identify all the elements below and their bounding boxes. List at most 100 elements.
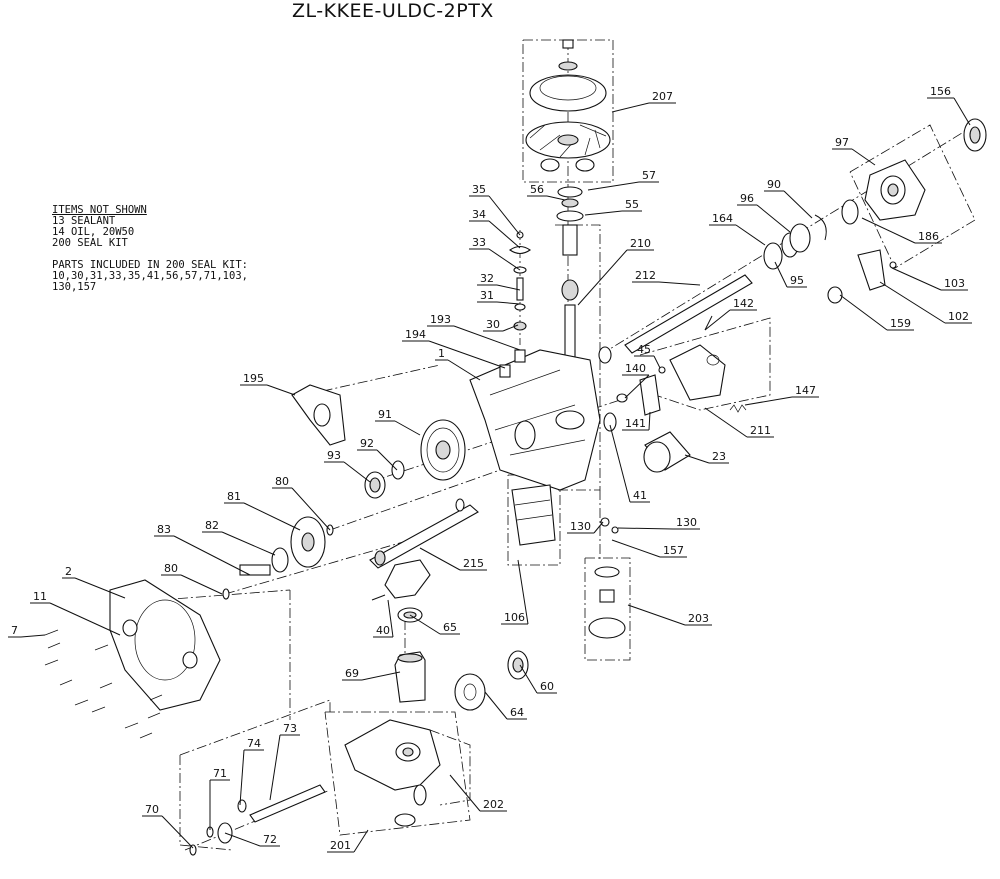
ring-90 [814,214,827,241]
plug-194 [499,364,511,378]
leader-line [488,195,521,236]
leader-line [447,359,481,381]
pin-142 [704,315,713,331]
leader-line [756,204,791,233]
callout-164: 164 [709,212,766,246]
seal-96 [789,223,811,253]
callout-label-202: 202 [483,798,504,811]
callout-11: 11 [30,590,121,636]
callout-142: 142 [704,297,757,331]
leader-line [627,604,686,626]
callout-label-96: 96 [740,192,754,205]
callout-23: 23 [684,450,729,464]
washer-92 [391,460,405,480]
bearing-159 [827,286,843,304]
pulley-part [529,74,607,112]
parts [44,39,987,856]
callout-label-80b: 80 [164,562,178,575]
callout-1: 1 [435,347,481,381]
callout-57: 57 [587,169,659,191]
leader-line [266,384,296,396]
valve-203 [588,617,626,639]
axis-195 [304,364,441,396]
seal-57 [557,186,583,198]
callout-71: 71 [209,767,230,830]
leader-line [394,420,421,436]
callout-label-31: 31 [480,289,494,302]
group-box-202 [429,729,471,806]
callout-193: 193 [427,313,521,351]
leader-line [891,267,942,291]
callout-215: 215 [419,547,487,571]
callout-label-71: 71 [213,767,227,780]
block-64 [454,673,486,711]
guard-106 [511,484,556,546]
leader-line [953,97,971,126]
main-case-part [469,349,601,491]
group-box-203 [584,557,631,661]
leader-line [704,407,748,438]
group-box-201 [324,711,471,836]
seal-41 [603,412,617,432]
callout-label-69: 69 [345,667,359,680]
leader-line [519,664,538,694]
callout-label-45: 45 [637,343,651,356]
callout-label-194: 194 [405,328,426,341]
callout-30: 30 [483,318,519,332]
callout-label-65: 65 [443,621,457,634]
callout-41: 41 [609,424,650,503]
callout-label-64: 64 [510,706,524,719]
callout-label-32: 32 [480,272,494,285]
callout-label-83: 83 [157,523,171,536]
callout-102: 102 [879,281,972,324]
leader-line [546,195,566,201]
leader-line [735,224,766,246]
side-cover-2 [109,579,221,711]
callout-34: 34 [469,208,521,249]
callout-65: 65 [409,614,460,635]
callout-90: 90 [764,178,813,219]
seal-55 [556,210,584,222]
callout-211: 211 [704,407,774,438]
leader-line [658,281,701,286]
axis-80b [224,539,411,595]
arm-102 [857,249,886,291]
group-box-70-74 [179,699,331,756]
callout-80: 80 [272,475,331,531]
callout-130b: 130 [617,516,700,530]
leader-line [269,734,281,801]
callout-207: 207 [611,90,676,113]
callout-label-57: 57 [642,169,656,182]
callout-label-82: 82 [205,519,219,532]
spring-147 [729,404,747,413]
group-box-106 [507,474,561,566]
leader-line [496,284,521,291]
callout-label-41: 41 [633,489,647,502]
callout-64: 64 [484,691,527,720]
leader-line [517,559,529,625]
callout-label-2: 2 [65,565,72,578]
leader-line [291,487,331,531]
callout-label-74: 74 [247,737,261,750]
callout-202: 202 [449,774,507,812]
callout-212: 212 [632,269,701,286]
callout-72: 72 [224,832,280,847]
callout-label-30: 30 [486,318,500,331]
callout-159: 159 [839,294,914,331]
notes-heading: ITEMS NOT SHOWN [52,204,147,216]
callout-31: 31 [477,289,521,305]
leader-line [783,190,813,219]
callout-label-81: 81 [227,490,241,503]
leader-line [361,671,401,681]
callout-69: 69 [342,667,401,681]
callout-2: 2 [62,565,126,599]
shaft-73 [249,784,326,823]
callout-label-97: 97 [835,136,849,149]
notes-block: ITEMS NOT SHOWN 13 SEALANT 14 OIL, 20W50… [52,205,248,293]
callout-label-141: 141 [625,417,646,430]
leader-line [173,535,251,576]
callout-label-1: 1 [438,347,445,360]
callout-label-34: 34 [472,208,486,221]
group-box-211 [639,317,771,411]
